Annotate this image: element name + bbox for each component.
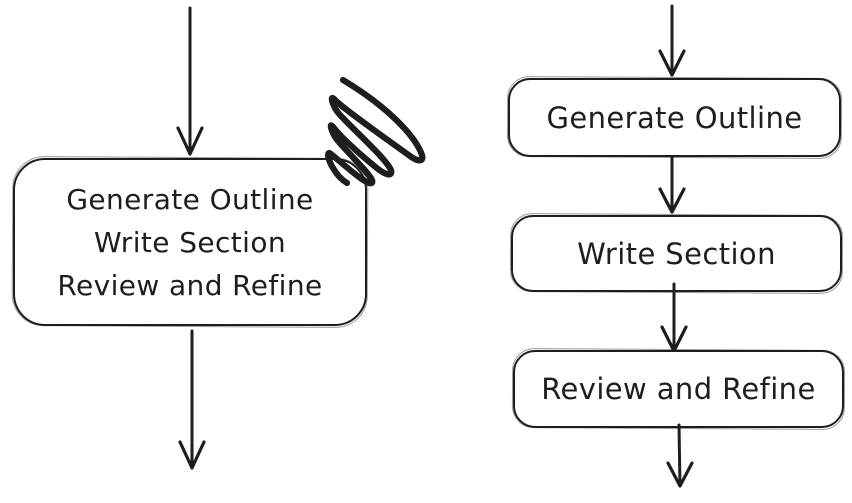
node-label: Review and Refine	[541, 372, 816, 406]
node-label: Write Section	[577, 236, 776, 271]
arrow-down-icon	[174, 6, 206, 157]
scribble-scratch-icon	[310, 63, 440, 193]
arrow-down-icon	[176, 329, 208, 471]
node-label-line: Write Section	[93, 225, 287, 259]
step-node-write-section: Write Section	[511, 215, 842, 292]
node-label-line: Review and Refine	[57, 268, 323, 302]
arrow-down-icon	[656, 156, 688, 215]
node-label-line: Generate Outline	[66, 182, 314, 216]
arrow-down-icon	[656, 4, 688, 78]
node-label: Generate Outline	[546, 100, 803, 135]
arrow-down-icon	[663, 423, 695, 489]
arrow-down-icon	[658, 282, 690, 354]
combined-steps-node: Generate Outline Write Section Review an…	[13, 158, 367, 326]
step-node-review-and-refine: Review and Refine	[513, 350, 844, 428]
step-node-generate-outline: Generate Outline	[508, 78, 841, 157]
